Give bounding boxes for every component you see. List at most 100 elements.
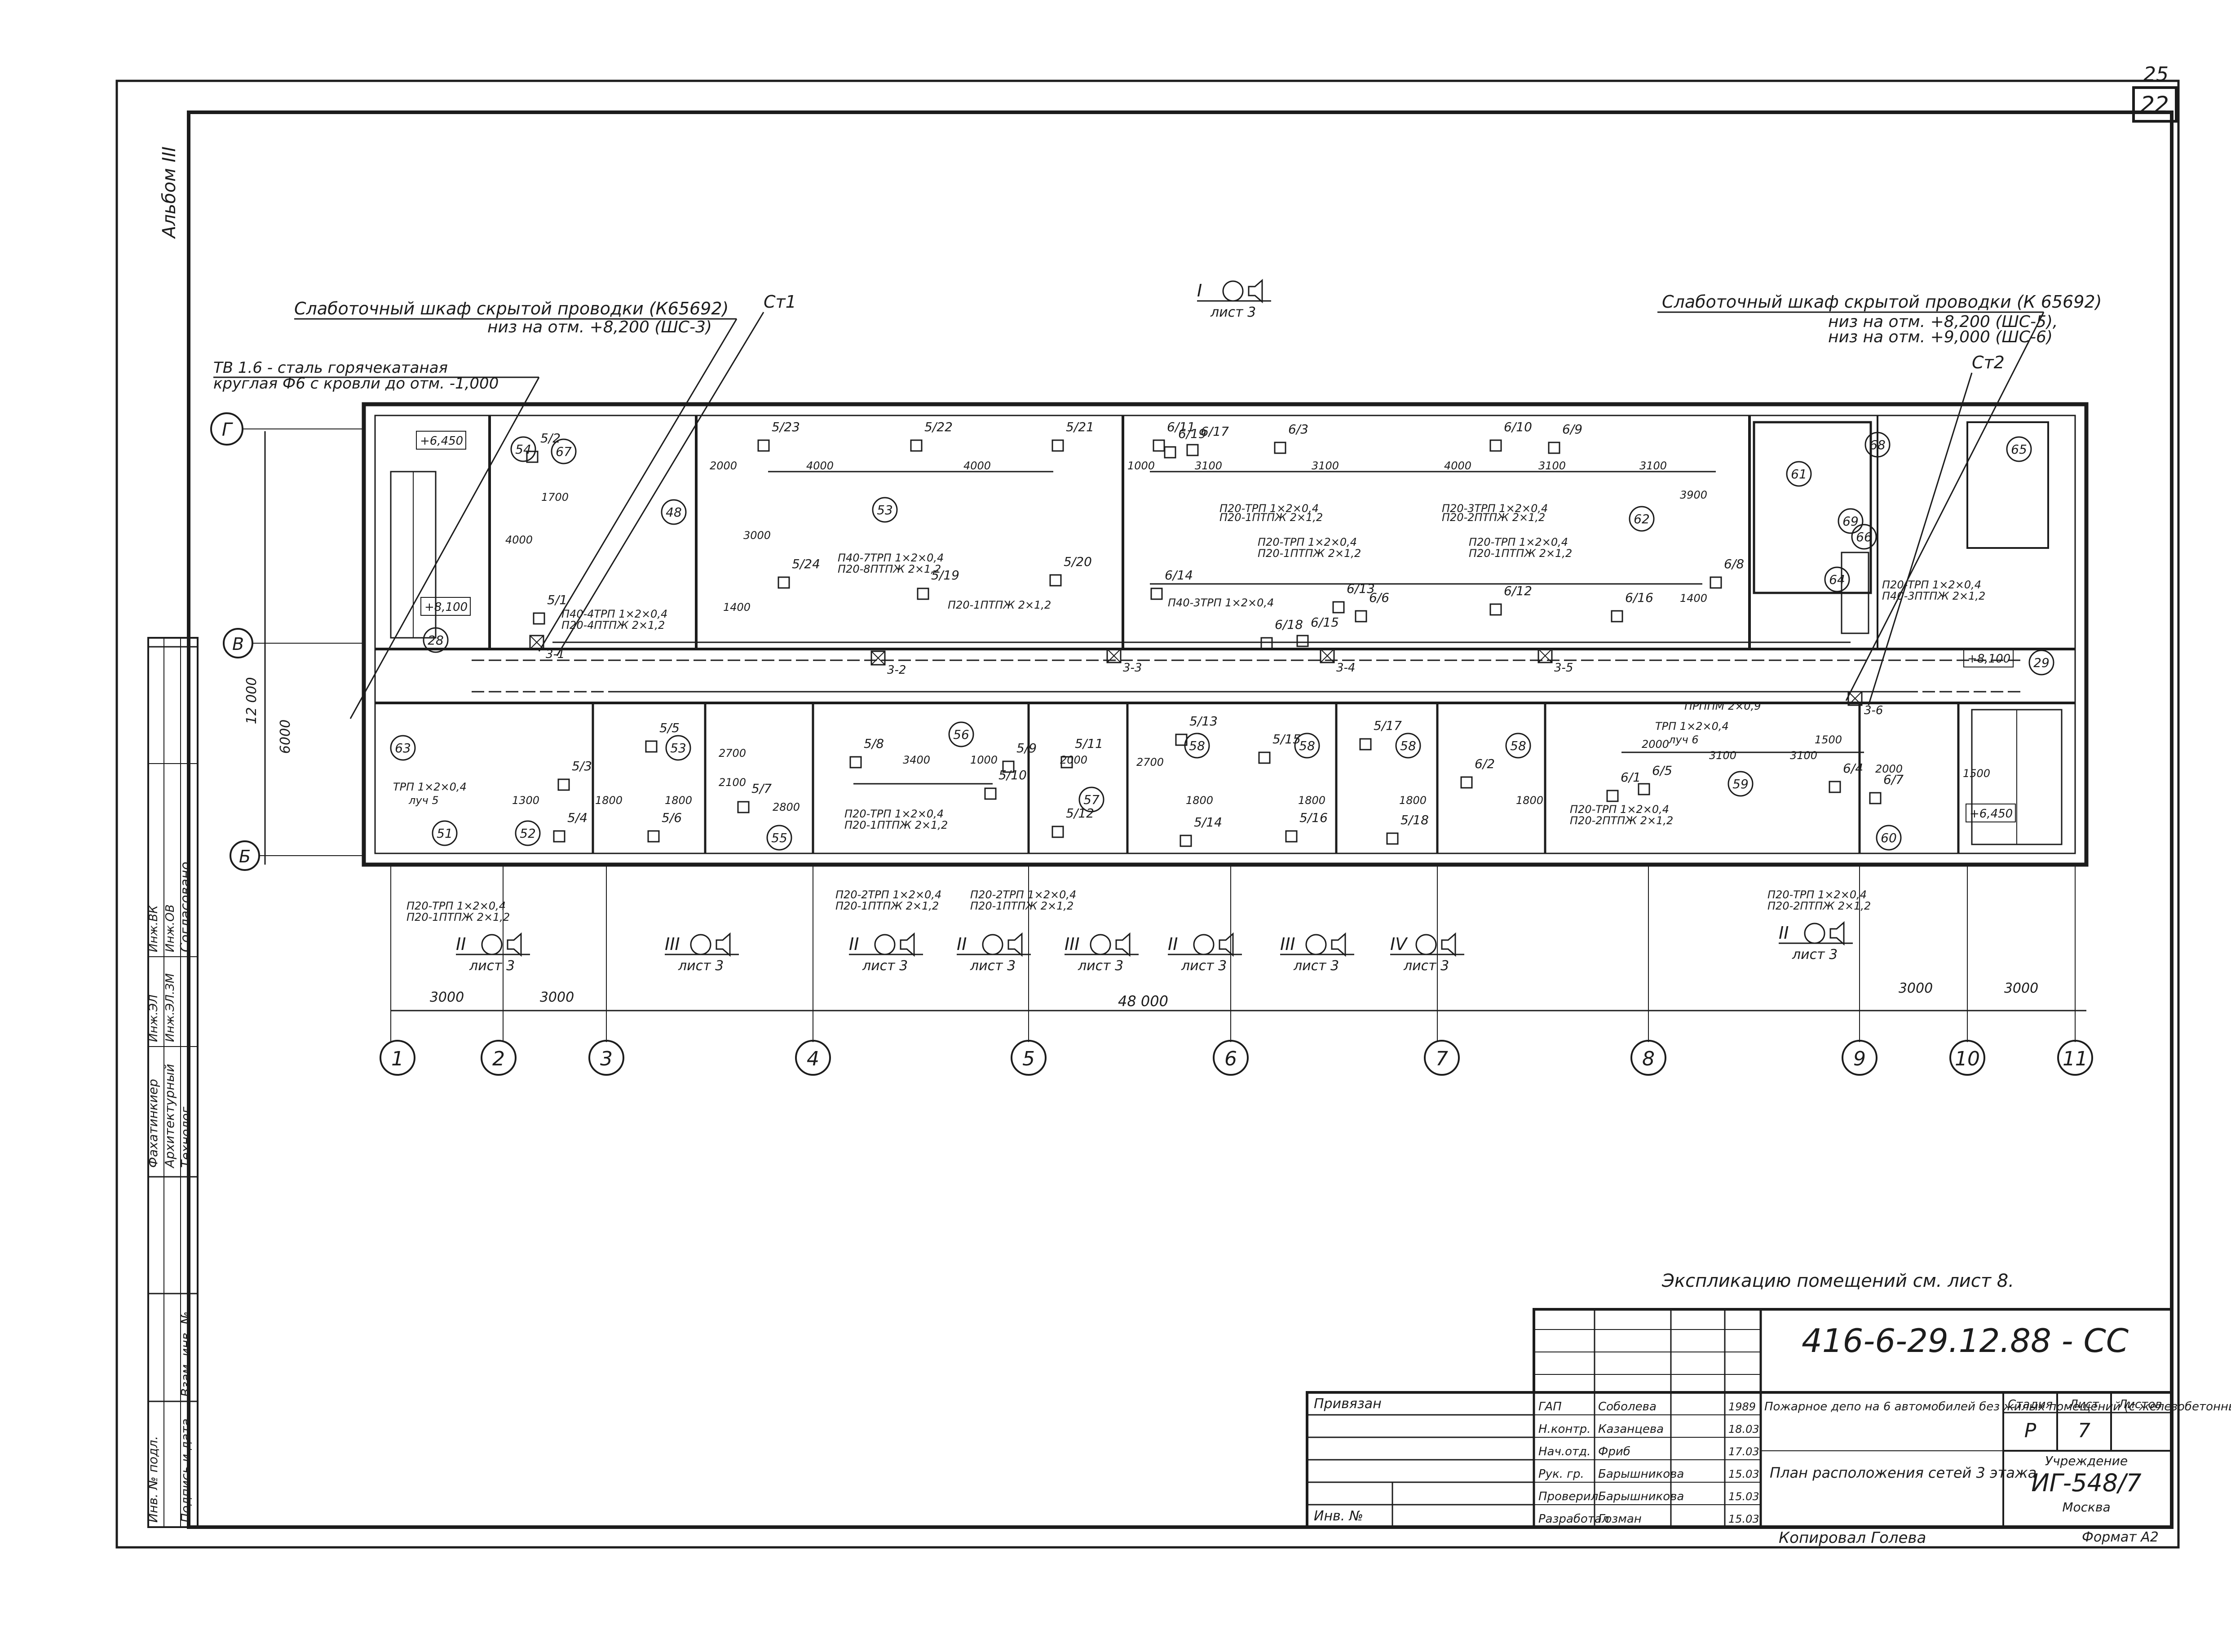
axis-number: 9 — [1853, 1047, 1866, 1070]
outlet-label: 5/7 — [751, 781, 772, 796]
axis-number: 7 — [1436, 1047, 1448, 1070]
junction-box-cross — [871, 651, 885, 665]
junction-box — [1537, 648, 1553, 663]
tb-name: Гозман — [1598, 1512, 1642, 1526]
tb-date: 15.03 — [1728, 1490, 1759, 1503]
axis-number-circle — [1213, 1040, 1249, 1076]
outlet-box — [1296, 635, 1309, 647]
level-mark: +6,450 — [1970, 807, 2013, 821]
axis-number: 4 — [807, 1047, 819, 1070]
junction-box — [529, 635, 544, 650]
outlet-label: 5/14 — [1194, 815, 1222, 830]
cable-label: П20-1ПТПЖ 2×1,2 — [844, 819, 948, 831]
internal-dim: 4000 — [505, 534, 533, 546]
outlet-box — [1355, 610, 1367, 623]
room-number-circle — [423, 627, 449, 653]
axis-letter: Г — [222, 420, 233, 440]
page-corner-number: 22 — [2140, 92, 2169, 118]
outlet-box — [737, 801, 750, 813]
tb-role: Проверил — [1538, 1490, 1598, 1503]
outlet-label: 5/12 — [1066, 806, 1094, 821]
detail-circle — [1804, 923, 1825, 944]
attached-label: Привязан — [1314, 1396, 1382, 1412]
outlet-label: 6/2 — [1475, 756, 1495, 771]
outlet-box — [1611, 610, 1623, 623]
room-number-circle — [1838, 508, 1864, 534]
outlet-label: 5/21 — [1066, 420, 1094, 434]
room-number-circle — [390, 735, 416, 761]
callouts: Слаботочный шкаф скрытой проводки (К6569… — [213, 292, 2102, 719]
room-number-circle — [1876, 825, 1902, 851]
detail-number: III — [665, 934, 680, 954]
cable-label: П20-ТРП 1×2×0,4 — [1882, 579, 1981, 591]
axis-number-circle — [588, 1040, 624, 1076]
cable-label: П20-2ТРП 1×2×0,4 — [835, 888, 941, 901]
detail-number: IV — [1390, 934, 1408, 954]
room-number: 67 — [556, 444, 572, 459]
outlet-box — [1829, 781, 1841, 793]
tb-role: ГАП — [1538, 1400, 1562, 1413]
internal-dim: 4000 — [963, 459, 991, 472]
axis-number-circle — [380, 1040, 415, 1076]
axis-letter: Б — [239, 847, 251, 866]
detail-sheet: лист 3 — [1403, 958, 1449, 974]
cable-label: П20-1ПТПЖ 2×1,2 — [970, 900, 1074, 912]
cable-label: П20-ТРП 1×2×0,4 — [406, 900, 506, 912]
tb-name: Барышникова — [1598, 1490, 1684, 1503]
room-number: 54 — [515, 442, 531, 457]
cable-label: ПРППМ 2×0,9 — [1684, 700, 1761, 712]
stamp-field-label: Подпись и дата — [178, 1418, 193, 1523]
detail-sheet: лист 3 — [1792, 947, 1838, 963]
detail-number: II — [1779, 923, 1789, 943]
axis-number: 6 — [1224, 1047, 1237, 1070]
room-number: 55 — [771, 830, 787, 845]
internal-dim: 1500 — [1815, 733, 1842, 746]
room-number-circle — [948, 721, 974, 747]
internal-dim: 1800 — [1516, 794, 1543, 807]
level-mark-box — [420, 597, 471, 616]
axis-number-circle — [1949, 1040, 1985, 1076]
outlet-label: 6/8 — [1724, 557, 1744, 571]
room-number: 53 — [670, 741, 686, 755]
room-number: 56 — [953, 727, 969, 742]
outlet-box — [1489, 439, 1502, 452]
speaker-icon — [900, 932, 915, 957]
outlet-box — [984, 787, 997, 800]
internal-dim: 1800 — [1298, 794, 1325, 807]
outlet-label: 6/5 — [1652, 763, 1672, 778]
axis-number-circle — [1842, 1040, 1878, 1076]
detail-circle — [1222, 280, 1244, 302]
cable-label: П20-8ПТПЖ 2×1,2 — [838, 563, 941, 575]
outlet-box — [849, 756, 862, 769]
internal-dim: 1400 — [723, 601, 751, 614]
outlet-box — [1332, 601, 1345, 614]
level-mark: +6,450 — [420, 434, 463, 448]
detail-circle — [982, 934, 1003, 955]
axis-number: 5 — [1022, 1047, 1035, 1070]
outlet-box — [1869, 792, 1882, 804]
outlet-label: 5/10 — [998, 768, 1027, 782]
room-number: 68 — [1869, 437, 1886, 452]
internal-dim: 1000 — [1127, 459, 1155, 472]
internal-dim: 1800 — [665, 794, 692, 807]
outlet-box — [645, 740, 658, 753]
outlet-box — [526, 451, 539, 463]
outlet-label: 5/9 — [1016, 741, 1037, 755]
room-number: 58 — [1510, 738, 1526, 753]
sheet-label: Лист — [2069, 1398, 2099, 1411]
internal-dim: 3100 — [1639, 459, 1667, 472]
org-value: ИГ-548/7 — [2031, 1469, 2142, 1497]
detail-sheet: лист 3 — [469, 958, 515, 974]
room-number: 64 — [1829, 572, 1845, 587]
room-number-circle — [2006, 436, 2032, 462]
internal-dim: 1300 — [512, 794, 539, 807]
outlet-label: 5/17 — [1374, 718, 1402, 733]
outlet-label: 6/6 — [1369, 590, 1389, 605]
room-number-circle — [510, 436, 536, 462]
room-number-circle — [1294, 733, 1320, 759]
junction-box-label: 3-5 — [1554, 661, 1573, 675]
room-number: 60 — [1881, 830, 1897, 845]
outlet-label: 6/7 — [1883, 772, 1904, 787]
dim-left-3000: 3000 — [540, 989, 574, 1005]
